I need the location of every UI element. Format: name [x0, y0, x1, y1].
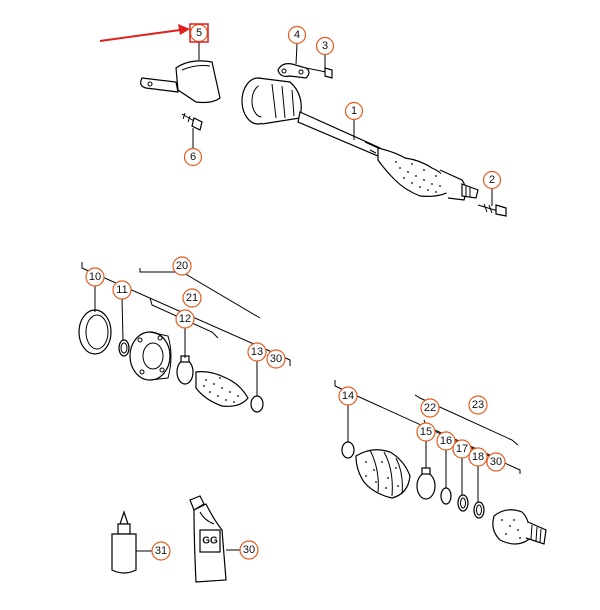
callout-23: 23: [468, 395, 488, 415]
callout-17: 17: [452, 439, 472, 459]
heat-shield: [140, 60, 221, 131]
callout-number: 16: [440, 435, 452, 447]
callout-number: 11: [116, 284, 127, 296]
callout-13: 13: [247, 342, 267, 362]
callout-1: 1: [344, 101, 364, 121]
callout-number: 5: [196, 27, 202, 39]
callout-10: 10: [85, 267, 105, 287]
callout-5: 5: [189, 23, 209, 43]
callout-number: 21: [186, 292, 198, 304]
callout-2: 2: [482, 170, 502, 190]
callout-number: 17: [456, 443, 468, 455]
tube-label: GG: [202, 536, 218, 547]
callout-number: 30: [490, 456, 502, 468]
callout-number: 20: [176, 260, 188, 272]
callout-22: 22: [420, 398, 440, 418]
outer-joint-kit: [334, 380, 547, 545]
callout-11: 11: [112, 280, 132, 300]
callout-21: 21: [182, 288, 202, 308]
callout-15: 15: [416, 422, 436, 442]
callouts: 1 2 3 4 5 6 10 11 12 13 30 20 21 14 22 2…: [85, 23, 506, 561]
callout-30-a: 30: [266, 349, 286, 369]
callout-number: 12: [179, 313, 191, 325]
callout-31: 31: [151, 541, 171, 561]
callout-number: 14: [342, 390, 354, 402]
callout-number: 1: [351, 105, 357, 117]
callout-number: 30: [243, 544, 255, 556]
callout-number: 4: [294, 29, 300, 41]
callout-number: 31: [155, 545, 167, 557]
callout-number: 10: [89, 271, 101, 283]
callout-30-b: 30: [486, 452, 506, 472]
sealant-bottle: [111, 510, 137, 574]
callout-14: 14: [338, 386, 358, 406]
callout-number: 13: [251, 346, 263, 358]
callout-number: 6: [190, 151, 196, 163]
callout-4: 4: [287, 25, 307, 45]
callout-6: 6: [183, 147, 203, 167]
callout-12: 12: [175, 309, 195, 329]
callout-number: 22: [424, 402, 436, 414]
callout-20: 20: [172, 256, 192, 276]
callout-3: 3: [315, 36, 335, 56]
callout-number: 15: [420, 426, 432, 438]
drive-shaft: [241, 77, 507, 217]
callout-number: 2: [489, 174, 495, 186]
callout-number: 3: [322, 40, 328, 52]
bolt-plate: [277, 63, 333, 79]
callout-16: 16: [436, 431, 456, 451]
highlight-arrow: [99, 24, 190, 42]
callout-number: 23: [472, 399, 484, 411]
callout-number: 18: [472, 451, 484, 463]
grease-tube: GG: [189, 495, 227, 583]
callout-30-c: 30: [239, 540, 259, 560]
leader-lines: [94, 42, 493, 552]
callout-number: 30: [270, 353, 282, 365]
callout-18: 18: [468, 447, 488, 467]
